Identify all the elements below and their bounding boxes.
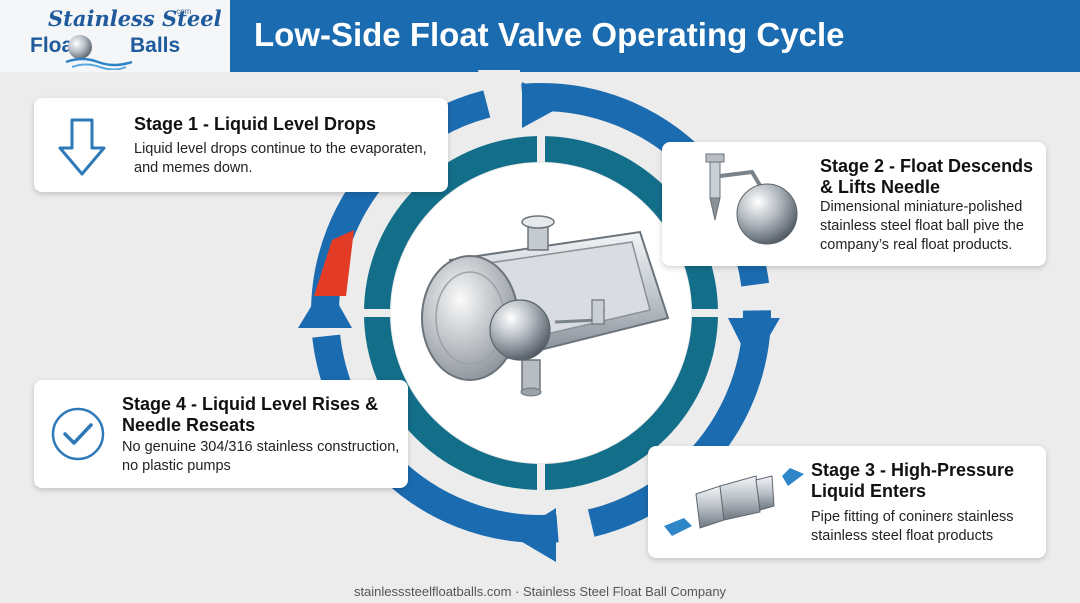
stage-1-title: Stage 1 - Liquid Level Drops (134, 114, 377, 134)
logo-water-icon (65, 57, 133, 70)
inner-ring-gap (682, 309, 726, 317)
stage-2-text: Dimensional miniature-polished stainless… (820, 199, 1024, 253)
logo[interactable]: Stainless Steel Float Balls .com (0, 0, 230, 72)
stage-3-title: Stage 3 - High-Pressure Liquid Enters (811, 460, 1015, 501)
checkmark-icon (51, 407, 105, 461)
down-arrow-icon (58, 118, 106, 176)
cycle-arrowhead-right (728, 318, 780, 366)
cycle-arrowhead-top (522, 82, 566, 128)
logo-ball-icon (68, 35, 92, 59)
pipe-fitting-icon (664, 468, 804, 536)
inner-ring-gap (360, 309, 400, 317)
cycle-arrowhead-left (298, 282, 352, 328)
page-title: Low-Side Float Valve Operating Cycle (254, 16, 845, 53)
inner-ring-gap (537, 136, 545, 186)
stage-3-text: Pipe fitting of coninerɛ stainless stain… (811, 509, 1014, 544)
stage-3-card: Stage 3 - High-Pressure Liquid Enters Pi… (648, 446, 1046, 558)
header: Stainless Steel Float Balls .com Low-Sid… (0, 0, 1080, 72)
stage-1-card: Stage 1 - Liquid Level Drops Liquid leve… (34, 98, 448, 192)
stage-4-card: Stage 4 - Liquid Level Rises & Needle Re… (34, 380, 408, 488)
logo-word-float: Float (30, 34, 81, 57)
stage-4-title: Stage 4 - Liquid Level Rises & Needle Re… (122, 394, 379, 435)
stage-1-text: Liquid level drops continue to the evapo… (134, 141, 427, 176)
logo-word-balls: Balls (130, 34, 181, 57)
float-needle-valve-icon (705, 153, 798, 245)
stage-2-title: Stage 2 - Float Descends & Lifts Needle (820, 156, 1034, 197)
logo-suffix: .com (174, 7, 192, 16)
cycle-red-segment (314, 230, 354, 296)
title-bar: Low-Side Float Valve Operating Cycle (230, 0, 1080, 72)
footer-credit: stainlesssteelfloatballs.com · Stainless… (353, 584, 727, 599)
float-valve-tank-illustration (421, 215, 670, 397)
stage-4-text: No genuine 304/316 stainless constructio… (122, 439, 400, 474)
cycle-arrowhead-bottom (512, 508, 556, 562)
stage-2-card: Stage 2 - Float Descends & Lifts Needle … (662, 142, 1046, 266)
inner-ring-gap (537, 440, 545, 490)
logo-text-top: Stainless Steel (48, 6, 222, 31)
